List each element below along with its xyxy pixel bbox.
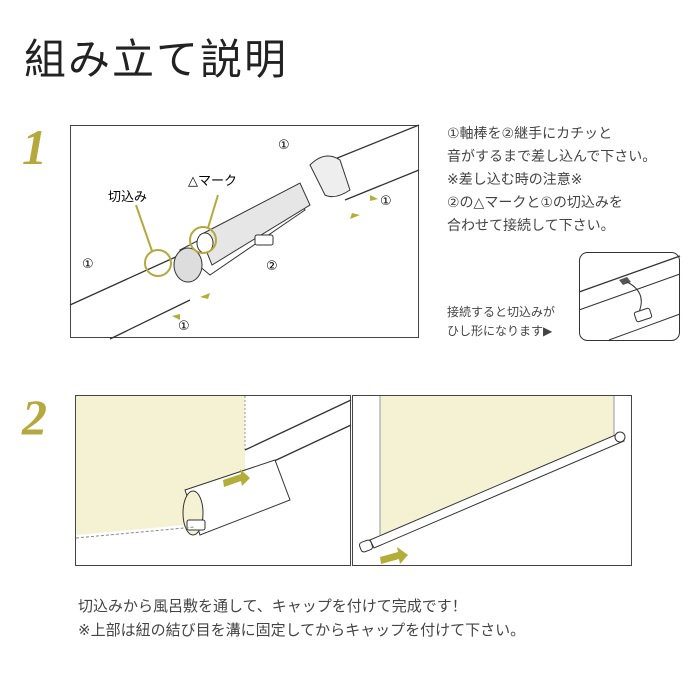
caption-line: ひし形になります▶ [447,324,553,338]
step-1-number: 1 [22,119,47,175]
inset-caption: 接続すると切込みが ひし形になります▶ [447,303,555,341]
instruction-line: 切込みから風呂敷を通して、キャップを付けて完成です！ [78,597,467,615]
label-triangle-mark: △マーク [188,174,237,189]
inset-detail [578,252,681,341]
instruction-line: ※差し込む時の注意※ [447,172,583,188]
instruction-line: 合わせて接続して下さい。 [447,218,615,234]
step-2-number: 2 [22,389,47,445]
caption-line: 接続すると切込みが [447,305,556,319]
step-1-instructions: ①軸棒を②継手にカチッと 音がするまで差し込んで下さい。 ※差し込む時の注意※ … [447,123,656,238]
step-1-diagram: 切込み △マーク ① ① ① ① ② [69,124,420,340]
page-title: 組み立て説明 [24,35,289,84]
label-part1-right: ① [380,194,392,209]
instruction-line: ※上部は紐の結び目を溝に固定してからキャップを付けて下さい。 [78,621,526,639]
label-part2: ② [266,259,278,274]
instruction-line: 音がするまで差し込んで下さい。 [447,149,657,165]
label-part1-top: ① [278,138,290,153]
step-2-instructions: 切込みから風呂敷を通して、キャップを付けて完成です！ ※上部は紐の結び目を溝に固… [78,594,525,642]
instruction-line: ②の△マークと①の切込みを [447,195,623,211]
label-notch: 切込み [108,190,147,205]
instruction-line: ①軸棒を②継手にカチッと [447,126,613,142]
step-2-diagram-right [352,395,632,566]
label-part1-left: ① [82,257,94,272]
step-2-diagram-left [75,395,352,566]
label-part1-bottom: ① [178,319,190,334]
